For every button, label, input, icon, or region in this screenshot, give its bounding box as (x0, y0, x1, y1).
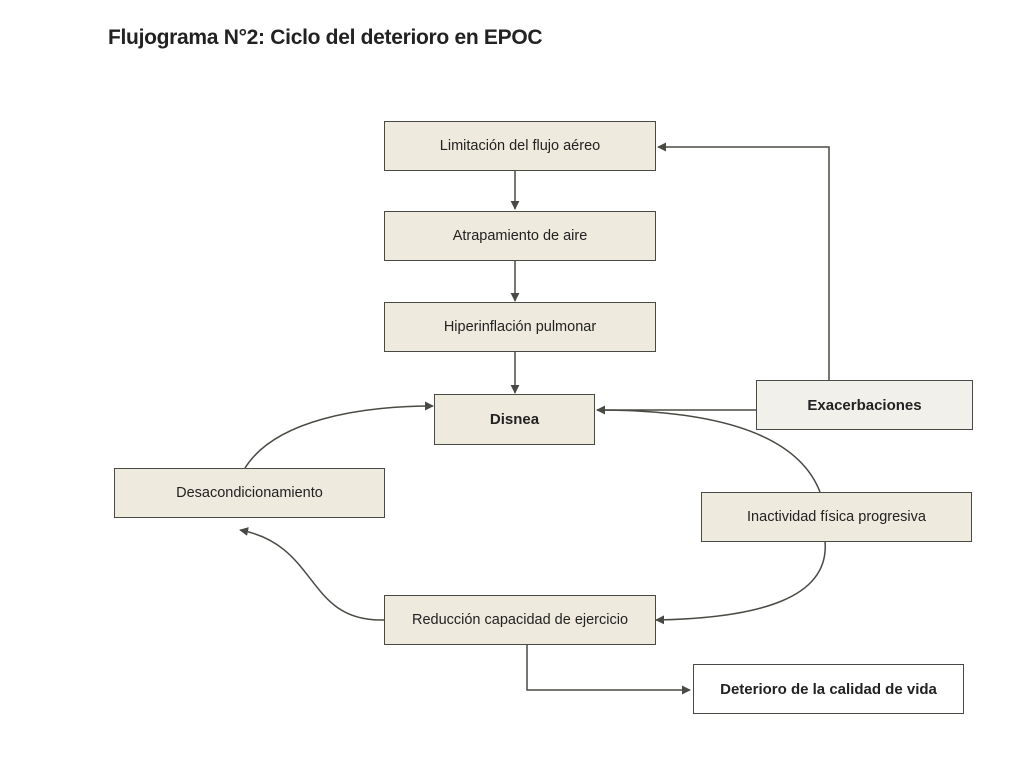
node-label: Exacerbaciones (807, 396, 922, 414)
node-label: Reducción capacidad de ejercicio (411, 612, 629, 628)
node-label: Deterioro de la calidad de vida (720, 680, 937, 698)
node-exacerbaciones: Exacerbaciones (756, 380, 973, 430)
node-label: Limitación del flujo aéreo (439, 138, 601, 154)
node-deterioro-calidad-vida: Deterioro de la calidad de vida (693, 664, 964, 714)
arrow-reduccion-to-desacondicionamiento (239, 527, 385, 621)
arrow-disnea-to-inactividad (596, 409, 821, 493)
node-desacondicionamiento: Desacondicionamiento (114, 468, 385, 518)
node-disnea: Disnea (434, 394, 595, 445)
arrow-reduccion-to-deterioro (526, 645, 691, 695)
node-label: Hiperinflación pulmonar (443, 319, 597, 335)
arrow-inactividad-to-reduccion (655, 540, 826, 625)
diagram-title: Flujograma N°2: Ciclo del deterioro en E… (108, 26, 543, 49)
node-inactividad-fisica: Inactividad física progresiva (701, 492, 972, 542)
node-label: Atrapamiento de aire (452, 228, 588, 244)
node-limitacion-flujo-aereo: Limitación del flujo aéreo (384, 121, 656, 171)
node-hiperinflacion-pulmonar: Hiperinflación pulmonar (384, 302, 656, 352)
node-label: Inactividad física progresiva (747, 509, 926, 525)
arrow-desacondicionamiento-to-disnea (244, 401, 434, 469)
node-label: Desacondicionamiento (176, 485, 323, 501)
arrow-exacerbaciones-to-limitacion (657, 142, 830, 380)
node-label: Disnea (489, 411, 540, 428)
node-atrapamiento-aire: Atrapamiento de aire (384, 211, 656, 261)
node-reduccion-capacidad: Reducción capacidad de ejercicio (384, 595, 656, 645)
